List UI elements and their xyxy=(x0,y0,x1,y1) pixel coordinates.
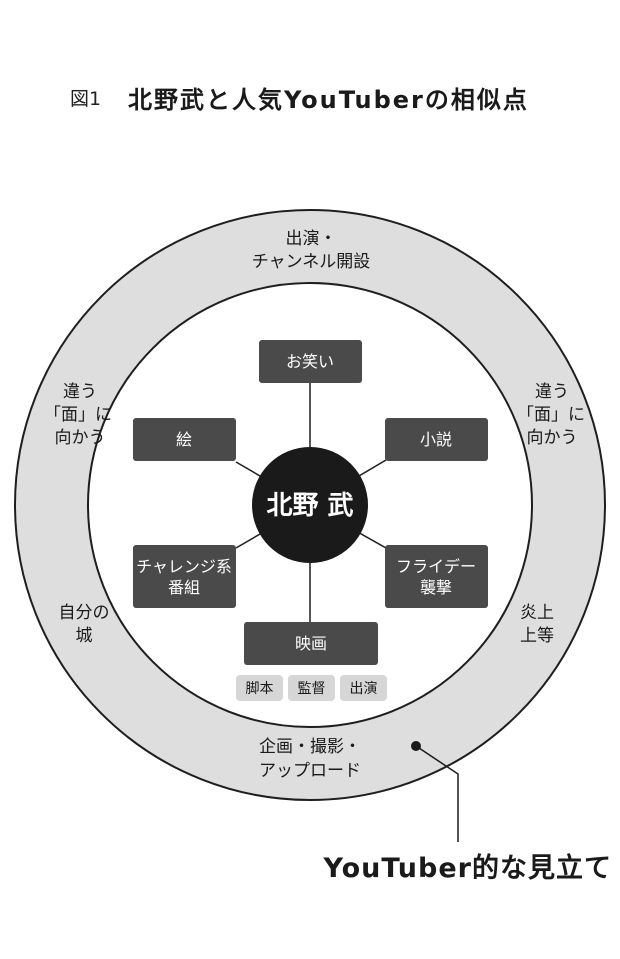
tag-appearance xyxy=(340,675,387,701)
ring-right-lower-line1: 炎上 xyxy=(520,603,554,623)
tag-appearance-label: 出演 xyxy=(350,681,378,697)
callout-label: YouTuber的な見立て xyxy=(323,853,612,884)
box-friday-line2: 襲撃 xyxy=(420,578,452,597)
ring-left-upper-line3: 向かう xyxy=(55,428,106,448)
ring-bottom-line1: 企画・撮影・ xyxy=(259,737,361,757)
box-challenge-line2: 番組 xyxy=(168,578,200,597)
center-label: 北野 武 xyxy=(266,491,353,521)
box-film xyxy=(244,622,378,665)
box-friday-line1: フライデー xyxy=(396,557,476,576)
ring-left-lower-line2: 城 xyxy=(76,626,93,646)
tag-script-label: 脚本 xyxy=(246,681,274,697)
box-challenge xyxy=(133,545,236,608)
box-comedy-label: お笑い xyxy=(286,352,334,371)
ring-left-upper-line2: 「面」に xyxy=(44,405,112,425)
center-circle xyxy=(252,447,368,563)
callout-line xyxy=(415,745,459,842)
ring-bottom-line2: アップロード xyxy=(259,761,361,781)
ring-right-upper-line1: 違う xyxy=(535,382,569,402)
ring-top-line2: チャンネル開設 xyxy=(252,252,371,272)
ring-right-lower-line2: 上等 xyxy=(520,626,554,646)
figure-number: 図1 xyxy=(70,88,102,110)
ring-top-line1: 出演・ xyxy=(286,229,337,249)
box-film-label: 映画 xyxy=(295,634,327,653)
box-challenge-line1: チャレンジ系 xyxy=(136,557,232,576)
ring-right-upper-line3: 向かう xyxy=(527,428,578,448)
box-comedy xyxy=(259,340,362,383)
ring-right-upper-line2: 「面」に xyxy=(517,405,585,425)
tag-director xyxy=(288,675,335,701)
box-painting-label: 絵 xyxy=(176,430,192,449)
box-novel-label: 小説 xyxy=(420,430,452,449)
box-friday xyxy=(385,545,488,608)
box-novel xyxy=(385,418,488,461)
ring-left-upper-line1: 違う xyxy=(63,382,97,402)
figure-title: 北野武と人気YouTuberの相似点 xyxy=(128,86,529,114)
tag-director-label: 監督 xyxy=(298,680,326,697)
tag-script xyxy=(236,675,283,701)
ring-left-lower-line1: 自分の xyxy=(59,603,110,623)
box-painting xyxy=(133,418,236,461)
